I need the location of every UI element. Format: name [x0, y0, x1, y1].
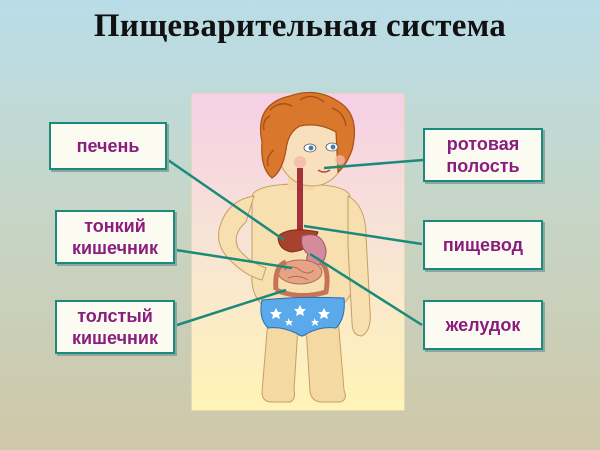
label-liver: печень	[49, 122, 167, 170]
slide-title: Пищеварительная система	[93, 8, 507, 44]
mouth	[317, 169, 331, 173]
line-liver	[167, 158, 285, 242]
line-oral-cavity	[323, 158, 424, 170]
hair	[260, 91, 355, 179]
line-large-intestine	[173, 288, 287, 328]
right-leg	[305, 317, 346, 403]
line-stomach	[309, 252, 423, 327]
right-arm	[347, 195, 371, 337]
line-esophagus	[303, 224, 423, 246]
briefs	[260, 296, 345, 337]
left-leg	[261, 319, 299, 403]
label-stomach: желудок	[423, 300, 543, 350]
label-oral-cavity: ротовая полость	[423, 128, 543, 182]
line-small-intestine	[175, 248, 293, 270]
label-esophagus: пищевод	[423, 220, 543, 270]
briefs-stars	[270, 305, 330, 326]
label-small-intestine: тонкий кишечник	[55, 210, 175, 264]
large-intestine-organ	[273, 259, 330, 298]
label-large-intestine: толстый кишечник	[55, 300, 175, 354]
